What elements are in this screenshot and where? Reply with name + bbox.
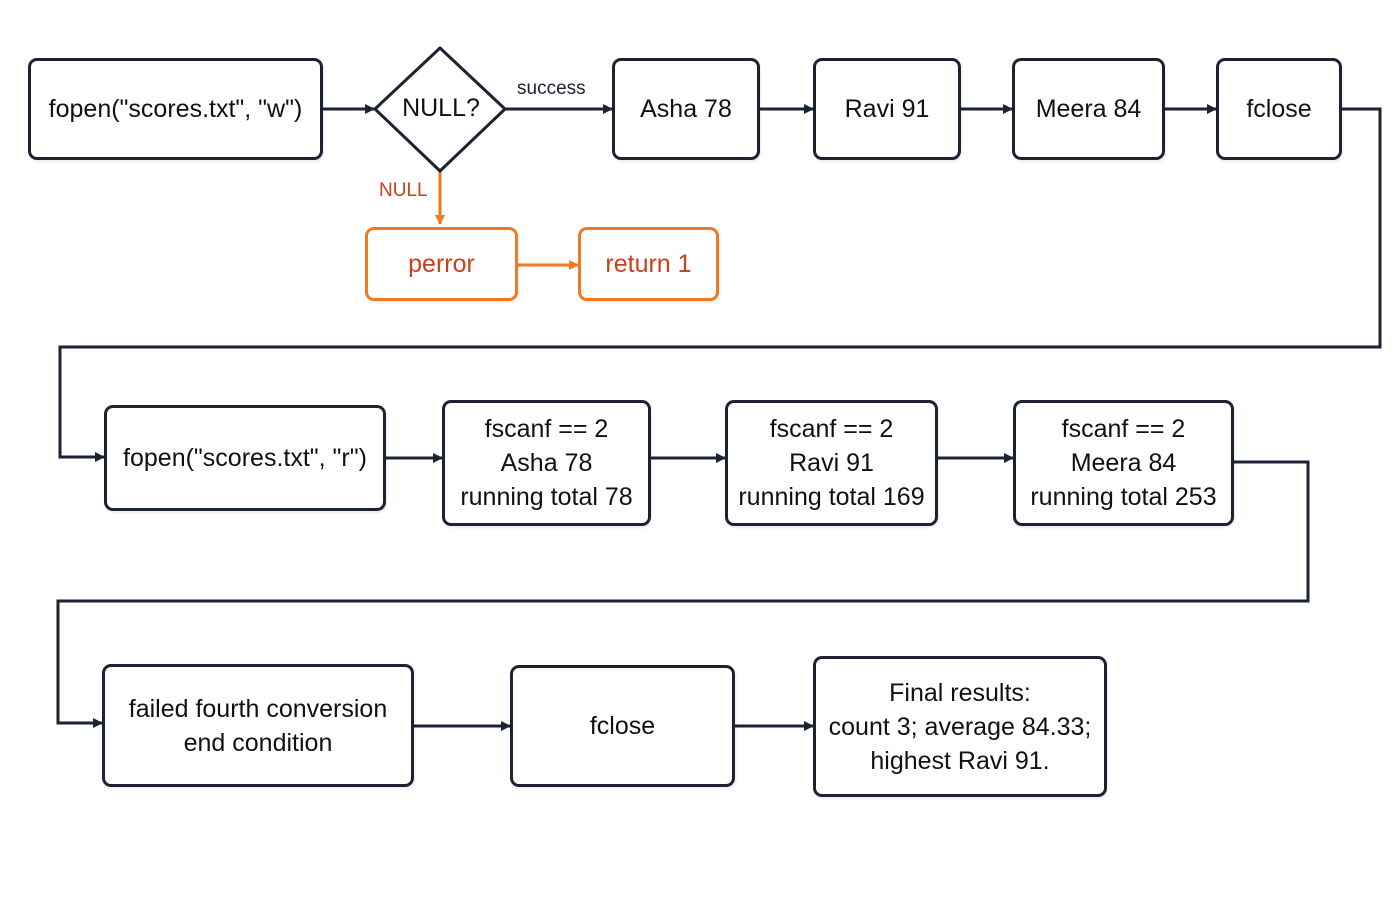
end-condition-box: failed fourth conversion end condition (102, 664, 414, 787)
final-results-line-1: Final results: (889, 678, 1031, 707)
null-branch-label: NULL (379, 180, 428, 201)
fscanf-check-label: fscanf == 2 (484, 415, 609, 443)
success-label: success (517, 78, 586, 99)
connector-row1-to-row2 (58, 107, 1382, 462)
write-record-meera: Meera 84 (1012, 58, 1165, 160)
fclose-write-label: fclose (1246, 95, 1312, 123)
final-results-line-2: count 3; average 84.33; (828, 712, 1092, 741)
running-total-label: running total 253 (1030, 483, 1217, 511)
return-1-label: return 1 (605, 250, 692, 278)
perror-box: perror (365, 227, 518, 301)
fscanf-step-3: fscanf == 2 Meera 84 running total 253 (1013, 400, 1234, 526)
fscanf-record-label: Asha 78 (500, 449, 593, 477)
fopen-read-label: fopen("scores.txt", "r") (123, 444, 367, 472)
fscanf-record-label: Meera 84 (1070, 449, 1177, 477)
running-total-label: running total 78 (460, 483, 633, 511)
write-record-label: Asha 78 (640, 95, 732, 123)
null-check-diamond (373, 46, 507, 173)
fopen-write-label: fopen("scores.txt", "w") (48, 95, 303, 123)
end-condition-line-2: end condition (183, 728, 333, 757)
write-record-label: Meera 84 (1035, 95, 1142, 123)
write-record-label: Ravi 91 (844, 95, 930, 123)
end-condition-line-1: failed fourth conversion (128, 694, 388, 723)
return-1-box: return 1 (578, 227, 719, 301)
fopen-read-box: fopen("scores.txt", "r") (104, 405, 386, 511)
connector-row2-to-row3 (56, 460, 1310, 728)
fscanf-check-label: fscanf == 2 (769, 415, 894, 443)
fclose-read-box: fclose (510, 665, 735, 787)
fscanf-check-label: fscanf == 2 (1061, 415, 1186, 443)
final-results-box: Final results: count 3; average 84.33; h… (813, 656, 1107, 797)
write-record-ravi: Ravi 91 (813, 58, 961, 160)
fclose-write-box: fclose (1216, 58, 1342, 160)
fscanf-record-label: Ravi 91 (789, 449, 874, 477)
null-check-label: NULL? (402, 93, 480, 122)
perror-label: perror (408, 250, 475, 278)
running-total-label: running total 169 (738, 483, 925, 511)
final-results-line-3: highest Ravi 91. (870, 746, 1050, 775)
write-record-asha: Asha 78 (612, 58, 760, 160)
fscanf-step-2: fscanf == 2 Ravi 91 running total 169 (725, 400, 938, 526)
fopen-write-box: fopen("scores.txt", "w") (28, 58, 323, 160)
fscanf-step-1: fscanf == 2 Asha 78 running total 78 (442, 400, 651, 526)
fclose-read-label: fclose (589, 712, 656, 740)
